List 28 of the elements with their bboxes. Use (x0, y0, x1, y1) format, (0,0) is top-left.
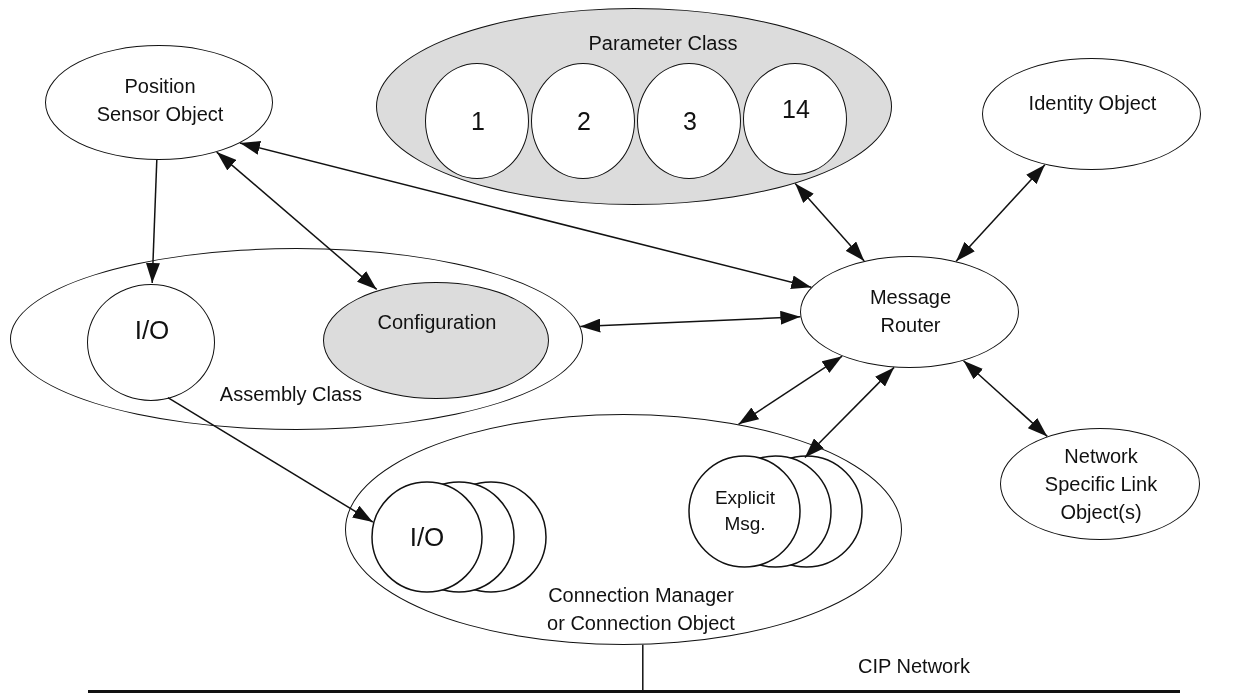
node-label: I/O (408, 520, 446, 554)
arrow (167, 396, 374, 523)
arrow (239, 141, 813, 290)
node-label: Parameter Class (587, 31, 739, 56)
network-bus-line (88, 690, 1180, 693)
node-label: 1 (470, 105, 486, 137)
arrow (215, 151, 378, 291)
arrow (145, 159, 160, 284)
stacked-circles (688, 455, 863, 568)
node-label: Identity Object (1027, 91, 1158, 116)
node-label: Connection Manager or Connection Object (546, 583, 736, 636)
arrow (737, 355, 843, 426)
node-label: Message Router (868, 285, 953, 338)
node-label: Position Sensor Object (95, 74, 225, 127)
stacked-circles (371, 481, 547, 593)
node-label: 2 (576, 105, 592, 137)
arrow (962, 359, 1049, 438)
node-label: Explicit Msg. (713, 485, 777, 537)
node-label: I/O (133, 314, 171, 347)
connector-line (642, 643, 644, 691)
network-label: CIP Network (858, 655, 970, 678)
node-label: Assembly Class (218, 382, 364, 407)
arrow (794, 182, 865, 262)
node-label: Network Specific Link Object(s) (1043, 444, 1159, 525)
node-label: 14 (781, 94, 811, 125)
node-label: 3 (682, 105, 698, 137)
arrow (955, 163, 1046, 263)
node-label: Configuration (376, 310, 498, 335)
